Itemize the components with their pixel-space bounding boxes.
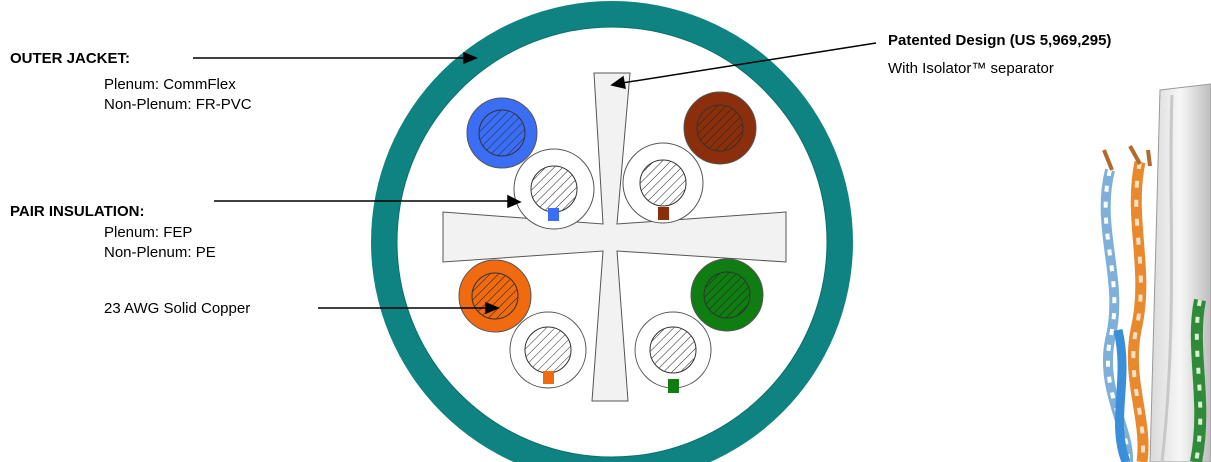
green-stripe <box>668 379 679 393</box>
design-heading: Patented Design (US 5,969,295) <box>888 32 1111 49</box>
outer-jacket-non-plenum: Non-Plenum: FR-PVC <box>104 96 252 113</box>
isolator-separator <box>442 72 787 402</box>
conductor-label: 23 AWG Solid Copper <box>104 300 250 317</box>
design-leader <box>621 42 877 84</box>
wire-blue <box>1113 328 1131 462</box>
wire-orange <box>1127 160 1149 462</box>
blue-pair <box>466 97 595 230</box>
pair-insulation-plenum: Plenum: FEP <box>104 224 192 241</box>
brown-stripe <box>658 207 669 220</box>
design-subtext: With Isolator™ separator <box>888 60 1054 77</box>
outer-jacket-heading: OUTER JACKET: <box>10 50 130 67</box>
pair-insulation-heading: PAIR INSULATION: <box>10 203 144 220</box>
outer-jacket-plenum: Plenum: CommFlex <box>104 76 236 93</box>
orange-pair <box>458 259 587 389</box>
blue-stripe <box>548 208 559 221</box>
green-pair <box>634 258 764 393</box>
leader-lines <box>193 42 877 315</box>
pair-insulation-non-plenum: Non-Plenum: PE <box>104 244 216 261</box>
orange-stripe <box>543 371 554 384</box>
brown-pair <box>622 91 757 224</box>
cable-photo <box>1100 83 1211 462</box>
